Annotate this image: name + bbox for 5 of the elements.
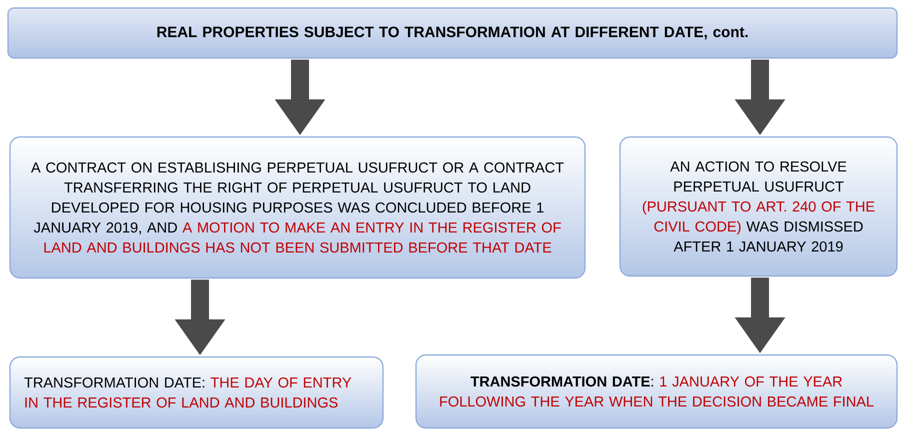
title-banner: REAL PROPERTIES SUBJECT TO TRANSFORMATION AT DIFFERENT DATE, cont. [7, 7, 898, 59]
result-box: TRANSFORMATION DATE: THE DAY OF ENTRY IN THE REGISTER OF LAND AND BUILDINGS [9, 356, 384, 429]
condition-box: AN ACTION TO RESOLVE PERPETUAL USUFRUCT (PURSUANT TO ART. 240 OF THE CIVIL CODE) WAS DISMISSED AFTER 1 JANUARY 2019 [619, 136, 898, 277]
condition-box: A CONTRACT ON ESTABLISHING PERPETUAL USUFRUCT OR A CONTRACT TRANSFERRING THE RIGHT OF PERPETUAL USUFRUCT TO LAND DEVELOPED FOR HOUSING PURPOSES WAS CONCLUDED BEFORE 1 JANUARY 2019, AND A MOTION TO MAKE AN ENTRY IN THE REGISTER OF LAND AND BUILDINGS HAS NOT BEEN SUBMITTED BEFORE THAT DATE [9, 136, 586, 279]
result-box: TRANSFORMATION DATE: 1 JANUARY OF THE YEAR FOLLOWING THE YEAR WHEN THE DECISION BECAME FINAL [415, 354, 898, 429]
